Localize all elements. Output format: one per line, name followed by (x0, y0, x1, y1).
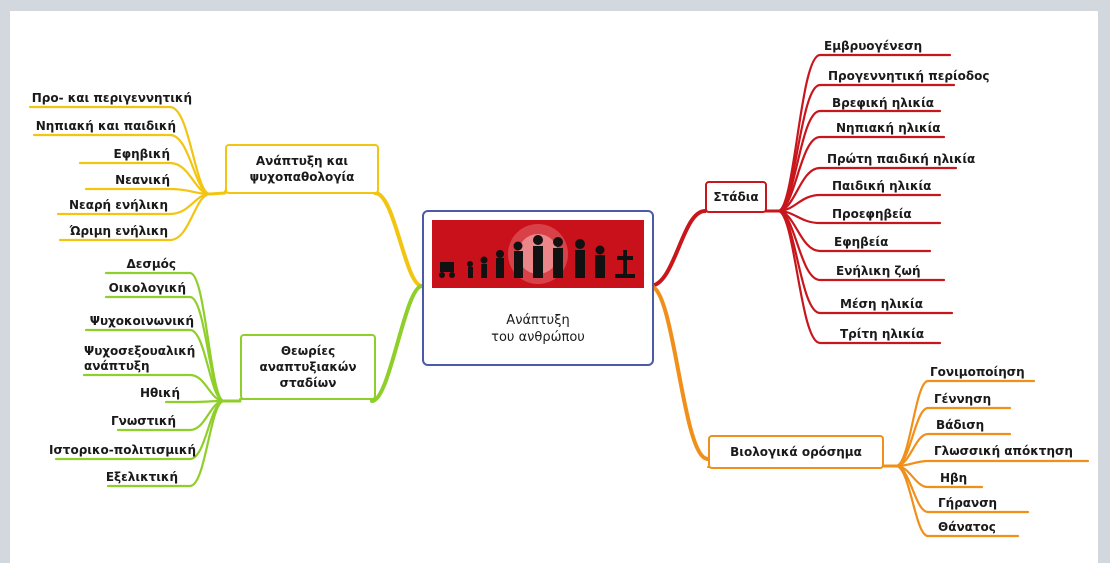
leaf-moral: Ηθική (139, 386, 180, 400)
branch-stages: Στάδια (705, 181, 767, 213)
leaf-infant-child: Νηπιακή και παιδική (35, 119, 176, 133)
connector-biological-4 (894, 464, 984, 489)
central-topic-title: Ανάπτυξη του ανθρώπου (424, 312, 652, 346)
hub-development (208, 191, 227, 196)
connector-biological-6 (894, 464, 1020, 538)
connector-development-3 (84, 187, 212, 196)
leaf-language-acquisition: Γλωσσική απόκτηση (934, 444, 1073, 458)
connector-stages-10 (776, 209, 942, 345)
branch-biological-milestones: Βιολογικά ορόσημα (708, 435, 884, 469)
leaf-preadolescence: Προεφηβεία (832, 207, 912, 221)
central-topic: Ανάπτυξη του ανθρώπου (422, 210, 654, 366)
leaf-infancy: Βρεφική ηλικία (832, 96, 934, 110)
leaf-youth: Νεανική (115, 173, 170, 187)
leaf-psychosexual: Ψυχοσεξουαλική ανάπτυξη (84, 344, 196, 373)
connector-biological-3 (894, 459, 1090, 468)
leaf-adulthood: Ενήλικη ζωή (836, 264, 921, 278)
human-development-illustration (432, 220, 644, 288)
leaf-death: Θάνατος (938, 520, 996, 534)
branch-development-psychopathology: Ανάπτυξη και ψυχοπαθολογία (225, 144, 379, 194)
leaf-puberty: Ηβη (940, 471, 968, 485)
branch-developmental-stage-theories: Θεωρίες αναπτυξιακών σταδίων (240, 334, 376, 400)
leaf-walking: Βάδιση (936, 418, 985, 432)
connector-theories-2 (84, 328, 226, 403)
leaf-prenatal-perinatal: Προ- και περιγεννητική (31, 91, 192, 105)
leaf-childhood: Παιδική ηλικία (832, 179, 932, 193)
branch-biological-label: Βιολογικά ορόσημα (730, 445, 862, 459)
leaf-toddlerhood: Νηπιακή ηλικία (836, 121, 941, 135)
leaf-adolescence: Εφηβεία (834, 235, 889, 249)
leaf-ecological: Οικολογική (108, 281, 186, 295)
leaf-fertilization: Γονιμοποίηση (930, 365, 1025, 379)
leaf-young-adult: Νεαρή ενήλικη (68, 198, 168, 212)
leaf-adolescent: Εφηβική (113, 147, 170, 161)
trunk-theories (370, 284, 424, 403)
trunk-biological (648, 284, 710, 461)
branch-theories-label: Θεωρίες αναπτυξιακών σταδίων (259, 344, 357, 390)
connector-stages-3 (776, 135, 946, 213)
leaf-embryogenesis: Εμβρυογένεση (824, 39, 923, 53)
mind-map-canvas: Ανάπτυξη του ανθρώπου Ανάπτυξη και ψυχοπ… (10, 11, 1098, 563)
connector-theories-7 (106, 399, 226, 488)
leaf-middle-age: Μέση ηλικία (840, 297, 923, 311)
leaf-sociocultural: Ιστορικο-πολιτισμική (49, 443, 196, 457)
connector-development-5 (58, 192, 212, 242)
leaf-prenatal-period: Προγεννητική περίοδος (828, 69, 990, 83)
leaf-attachment: Δεσμός (126, 257, 177, 271)
leaf-birth: Γέννηση (934, 392, 992, 406)
trunk-stages (648, 209, 707, 288)
trunk-development (373, 191, 424, 288)
leaf-old-age: Τρίτη ηλικία (840, 327, 925, 341)
leaf-cognitive: Γνωστική (111, 414, 176, 428)
leaf-aging: Γήρανση (938, 496, 998, 510)
central-topic-line-2: του ανθρώπου (491, 330, 585, 345)
branch-stages-label: Στάδια (713, 190, 759, 204)
connector-theories-4 (164, 399, 226, 404)
branch-development-label: Ανάπτυξη και ψυχοπαθολογία (249, 154, 355, 184)
leaf-evolutionary: Εξελικτική (105, 470, 178, 484)
leaf-early-childhood: Πρώτη παιδική ηλικία (827, 152, 976, 166)
leaf-psychosocial: Ψυχοκοινωνική (89, 314, 194, 328)
central-topic-line-1: Ανάπτυξη (506, 313, 570, 328)
leaf-mature-adult: Ώριμη ενήλικη (69, 224, 168, 238)
